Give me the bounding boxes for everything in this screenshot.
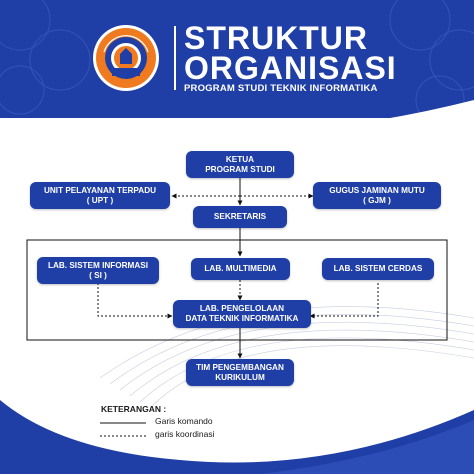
box-upt-line1: UNIT PELAYANAN TERPADU — [43, 185, 157, 195]
box-lab-sistem-informasi: LAB. SISTEM INFORMASI ( SI ) — [37, 257, 159, 284]
box-lab-multimedia: LAB. MULTIMEDIA — [191, 258, 290, 280]
stitek-logo — [92, 24, 160, 92]
header-banner: STRUKTUR ORGANISASI PROGRAM STUDI TEKNIK… — [0, 0, 474, 118]
box-lab-si-line2: ( SI ) — [89, 270, 107, 280]
page-subtitle: PROGRAM STUDI TEKNIK INFORMATIKA — [184, 83, 378, 94]
box-gjm-line1: GUGUS JAMINAN MUTU — [329, 185, 425, 195]
box-lab-pengelolaan-data: LAB. PENGELOLAAN DATA TEKNIK INFORMATIKA — [173, 300, 311, 328]
box-gjm: GUGUS JAMINAN MUTU ( GJM ) — [313, 182, 441, 209]
title-divider — [174, 26, 176, 90]
page-title-line2: ORGANISASI — [184, 50, 397, 86]
legend-garis-komando: Garis komando — [155, 416, 213, 426]
box-lab-sistem-cerdas: LAB. SISTEM CERDAS — [322, 258, 434, 280]
box-upt-line2: ( UPT ) — [86, 195, 114, 205]
box-ketua-line1: KETUA — [225, 154, 255, 164]
footer-wave — [0, 400, 474, 474]
box-tim-line1: TIM PENGEMBANGAN — [196, 362, 284, 372]
legend-garis-koordinasi: garis koordinasi — [155, 429, 215, 439]
header-pattern — [0, 0, 474, 118]
box-lab-multimedia-label: LAB. MULTIMEDIA — [204, 264, 277, 273]
box-lab-data-line1: LAB. PENGELOLAAN — [199, 304, 285, 313]
box-ketua-program-studi: KETUA PROGRAM STUDI — [186, 151, 294, 178]
box-tim-pengembangan-kurikulum: TIM PENGEMBANGAN KURIKULUM — [186, 359, 294, 386]
box-ketua-line2: PROGRAM STUDI — [205, 164, 275, 174]
box-gjm-line2: ( GJM ) — [363, 195, 391, 205]
box-sekretaris-label: SEKRETARIS — [213, 212, 267, 221]
legend-title: KETERANGAN : — [101, 404, 167, 414]
box-tim-line2: KURIKULUM — [215, 372, 265, 382]
box-lab-cerdas-label: LAB. SISTEM CERDAS — [333, 264, 423, 273]
background-waves — [99, 306, 474, 409]
page-title-line1: STRUKTUR — [184, 20, 368, 56]
box-lab-data-line2: DATA TEKNIK INFORMATIKA — [185, 314, 299, 323]
header-curve — [0, 100, 474, 150]
box-upt: UNIT PELAYANAN TERPADU ( UPT ) — [30, 182, 170, 209]
box-lab-si-line1: LAB. SISTEM INFORMASI — [47, 260, 149, 270]
box-sekretaris: SEKRETARIS — [193, 206, 287, 228]
lab-group-frame — [26, 239, 448, 341]
